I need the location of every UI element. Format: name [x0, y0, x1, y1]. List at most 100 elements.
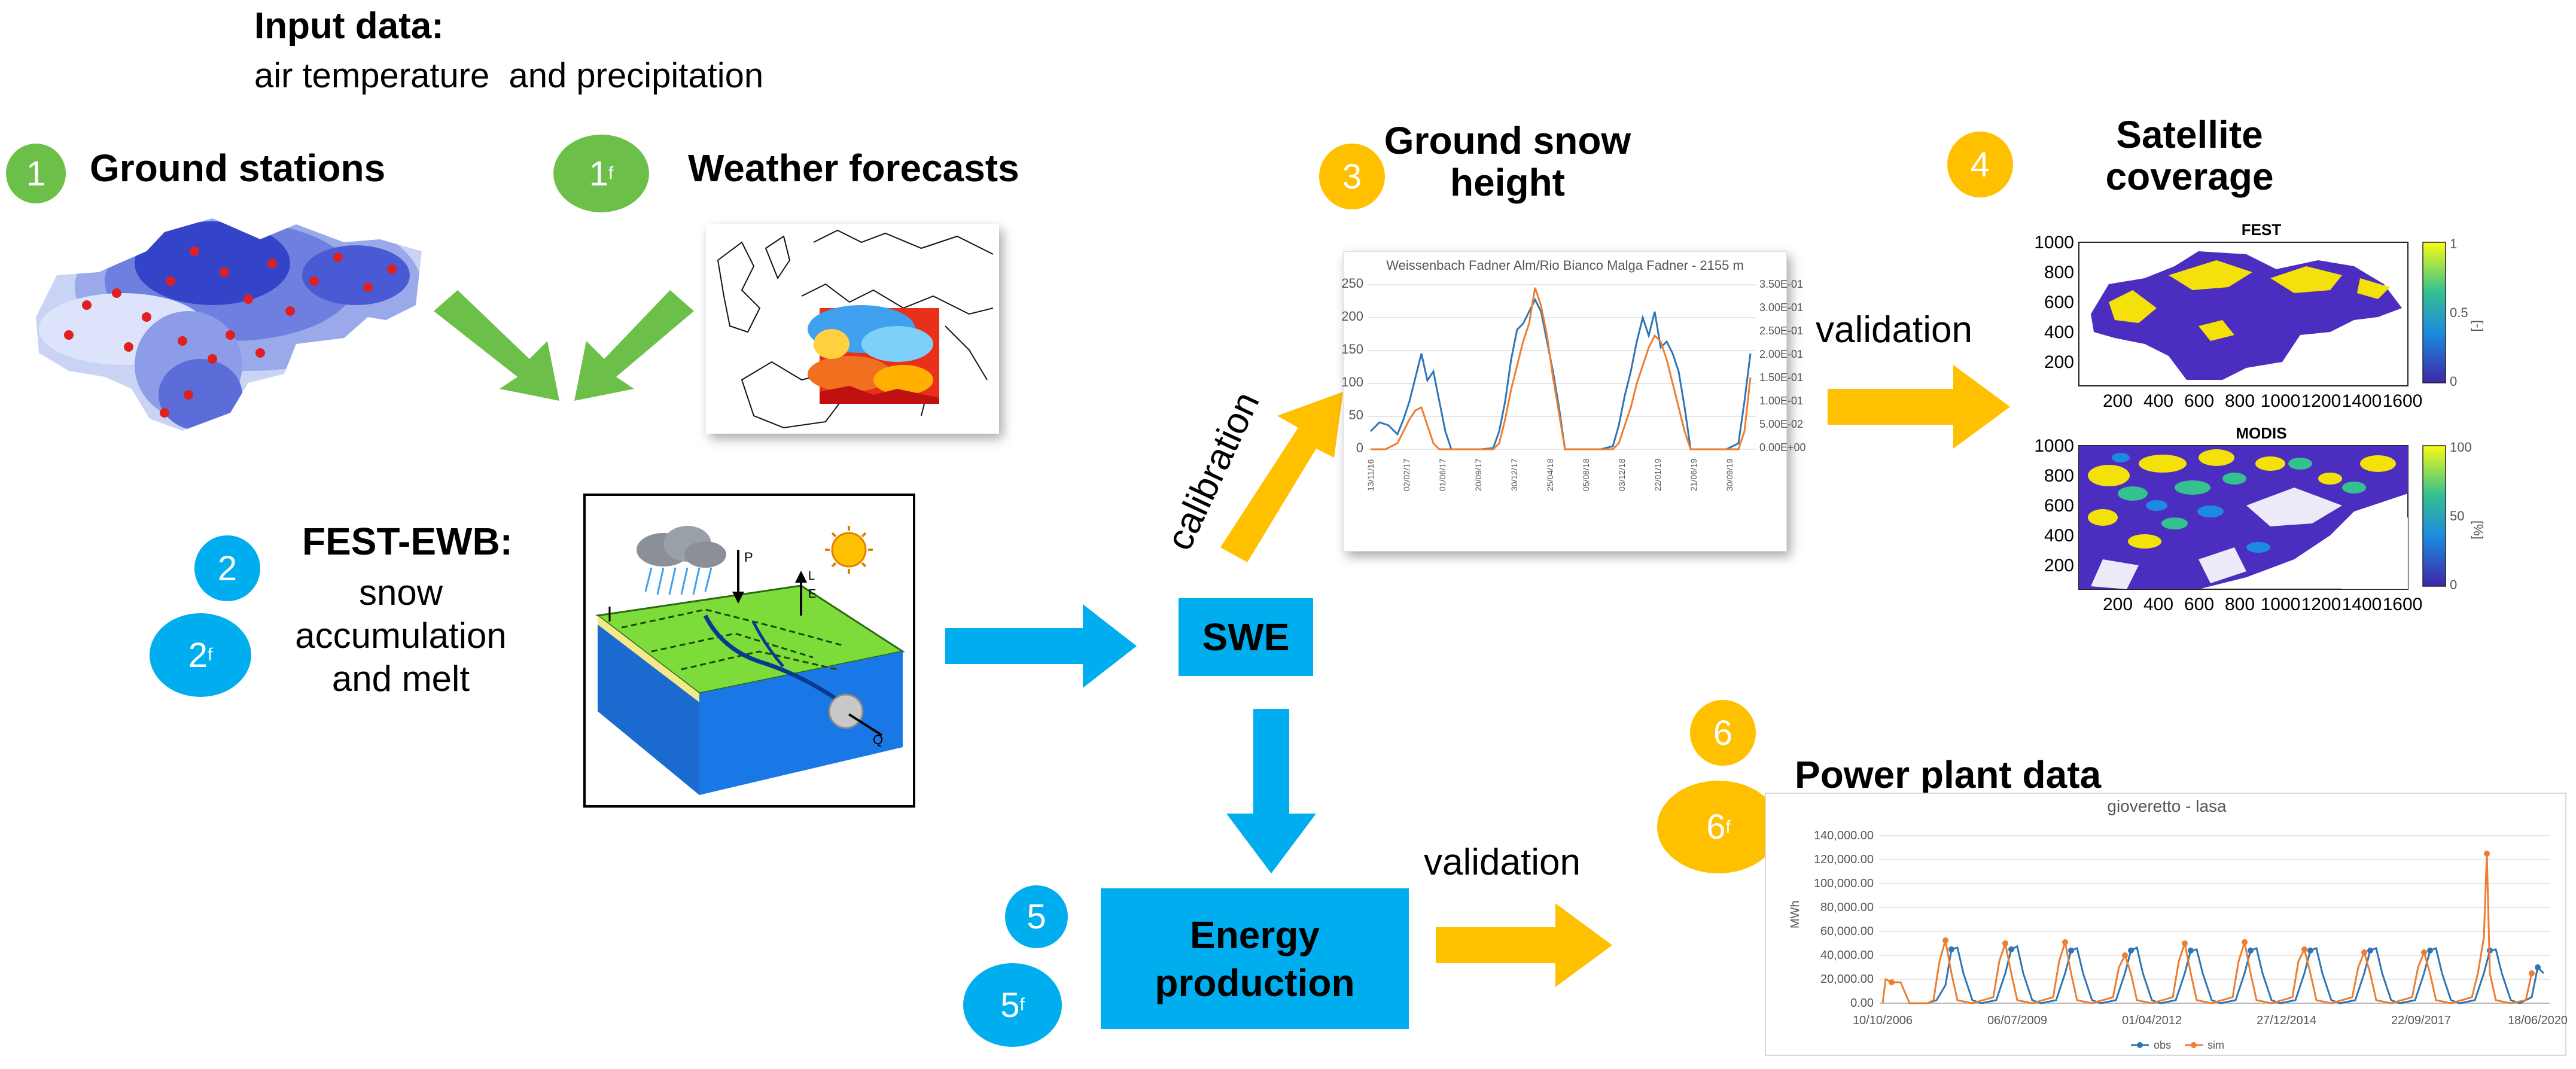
- step-3-badge: 3: [1319, 144, 1385, 209]
- snow-left-tick: 0: [1356, 440, 1363, 455]
- fest-y-tick: 200: [2044, 352, 2074, 372]
- modis-y-tick: 200: [2044, 556, 2074, 575]
- yellow-arrow-validation-bottom: [1436, 903, 1612, 987]
- svg-text:30/09/19: 30/09/19: [1725, 458, 1734, 491]
- step-1-badge: 1: [6, 144, 66, 203]
- fest-y-tick: 400: [2044, 322, 2074, 342]
- energy-production-box: Energy production: [1101, 888, 1409, 1029]
- modis-cbar-tick: 0: [2450, 577, 2457, 592]
- modis-cbar-unit: [%]: [2471, 520, 2486, 540]
- power-sim-line: [1881, 853, 2533, 1004]
- power-y-tick: 60,000.00: [1820, 925, 1874, 938]
- modis-satellite-map: MODIS 1000 800 600 400 2: [2019, 422, 2486, 628]
- power-chart-title: gioveretto - lasa: [2107, 797, 2227, 815]
- snow-right-tick: 5.00E-02: [1759, 418, 1803, 430]
- swe-box: SWE: [1179, 598, 1313, 676]
- legend-obs: obs: [2154, 1039, 2171, 1051]
- ground-stations-label: Ground stations: [90, 147, 386, 190]
- power-plant-chart: gioveretto - lasa 140,000.00 120,000.00 …: [1765, 793, 2568, 1056]
- modis-x-tick: 1200: [2301, 595, 2341, 614]
- snow-left-tick: 50: [1349, 407, 1363, 422]
- svg-text:13/11/16: 13/11/16: [1366, 459, 1375, 491]
- snow-left-tick: 250: [1341, 276, 1363, 291]
- weather-forecast-map: [706, 224, 999, 434]
- fest-x-tick: 600: [2184, 391, 2214, 411]
- fest-x-tick: 1200: [2301, 391, 2341, 411]
- snow-right-tick: 3.00E-01: [1759, 301, 1803, 313]
- step-4-badge: 4: [1947, 132, 2013, 197]
- power-plant-data-label: Power plant data: [1795, 753, 2102, 796]
- modis-y-tick: 600: [2044, 496, 2074, 516]
- green-arrow-right: [574, 290, 694, 401]
- svg-text:E: E: [808, 587, 816, 601]
- fest-y-tick: 600: [2044, 293, 2074, 312]
- fest-cbar-tick: 0: [2450, 374, 2457, 389]
- snow-right-tick: 0.00E+00: [1759, 441, 1806, 453]
- modis-x-tick: 200: [2103, 595, 2133, 614]
- modis-x-tick: 1600: [2383, 595, 2423, 614]
- snow-right-tick: 1.50E-01: [1759, 371, 1803, 383]
- svg-text:Q: Q: [873, 732, 883, 747]
- svg-text:L: L: [808, 569, 815, 583]
- svg-text:03/12/18: 03/12/18: [1617, 458, 1627, 491]
- power-y-tick: 40,000.00: [1820, 949, 1874, 962]
- fest-x-tick: 200: [2103, 391, 2133, 411]
- svg-text:01/06/17: 01/06/17: [1438, 458, 1447, 491]
- snow-left-tick: 100: [1341, 374, 1363, 389]
- fest-satellite-map: FEST 1000 800 600 400 200 200 400 600 80…: [2019, 218, 2486, 425]
- snow-chart-title: Weissenbach Fadner Alm/Rio Bianco Malga …: [1386, 258, 1744, 273]
- modis-x-tick: 400: [2143, 595, 2173, 614]
- power-y-tick: 20,000.00: [1820, 973, 1874, 986]
- fest-x-tick: 1600: [2383, 391, 2423, 411]
- modis-map-title: MODIS: [2236, 424, 2286, 442]
- svg-text:22/01/19: 22/01/19: [1653, 458, 1662, 491]
- power-x-tick: 06/07/2009: [1987, 1014, 2047, 1027]
- fest-x-tick: 800: [2225, 391, 2255, 411]
- validation-top-label: validation: [1816, 309, 1972, 351]
- power-y-tick: 0.00: [1850, 997, 1874, 1010]
- modis-y-tick: 800: [2044, 466, 2074, 486]
- snow-left-tick: 200: [1341, 309, 1363, 324]
- modis-cbar-tick: 100: [2450, 440, 2472, 455]
- step-2-badge: 2: [194, 535, 260, 601]
- power-y-tick: 140,000.00: [1814, 829, 1874, 842]
- power-y-tick: 100,000.00: [1814, 877, 1874, 890]
- modis-x-tick: 800: [2225, 595, 2255, 614]
- fest-y-tick: 800: [2044, 263, 2074, 282]
- fest-ewb-title: FEST-EWB:: [302, 520, 513, 563]
- power-y-label: MWh: [1789, 900, 1802, 928]
- satellite-coverage-label: Satellite coverage: [2105, 113, 2274, 199]
- yellow-arrow-validation-top: [1828, 365, 2010, 449]
- fest-map-title: FEST: [2242, 221, 2282, 239]
- blue-arrow-to-energy: [1226, 709, 1316, 873]
- input-data-subtitle: air temperature and precipitation: [254, 56, 764, 95]
- modis-x-tick: 1000: [2261, 595, 2301, 614]
- ground-stations-map: [36, 218, 422, 431]
- validation-bottom-label: validation: [1424, 842, 1581, 883]
- snow-left-tick: 150: [1341, 342, 1363, 357]
- fest-cbar-tick: 0.5: [2450, 305, 2468, 320]
- input-data-title: Input data:: [254, 5, 444, 47]
- power-x-tick: 01/04/2012: [2122, 1014, 2182, 1027]
- snow-height-chart: Weissenbach Fadner Alm/Rio Bianco Malga …: [1341, 251, 1806, 552]
- step-6-badge: 6: [1690, 700, 1756, 766]
- modis-y-tick: 400: [2044, 526, 2074, 546]
- snow-right-tick: 1.00E-01: [1759, 395, 1803, 407]
- snow-right-tick: 2.50E-01: [1759, 325, 1803, 337]
- power-legend: obs sim: [2131, 1039, 2224, 1051]
- step-5-badge: 5: [1005, 885, 1068, 948]
- ground-snow-height-label: Ground snow height: [1384, 119, 1631, 205]
- modis-x-tick: 1400: [2342, 595, 2382, 614]
- fest-ewb-model-diagram: Q P L E: [583, 494, 915, 808]
- snow-right-tick: 2.00E-01: [1759, 348, 1803, 360]
- green-arrow-left: [434, 290, 559, 401]
- power-y-tick: 120,000.00: [1814, 853, 1874, 866]
- fest-y-tick: 1000: [2034, 233, 2074, 252]
- modis-x-tick: 600: [2184, 595, 2214, 614]
- fest-x-tick: 1400: [2342, 391, 2382, 411]
- power-x-tick: 10/10/2006: [1853, 1014, 1913, 1027]
- yellow-arrow-calibration: [1220, 392, 1343, 562]
